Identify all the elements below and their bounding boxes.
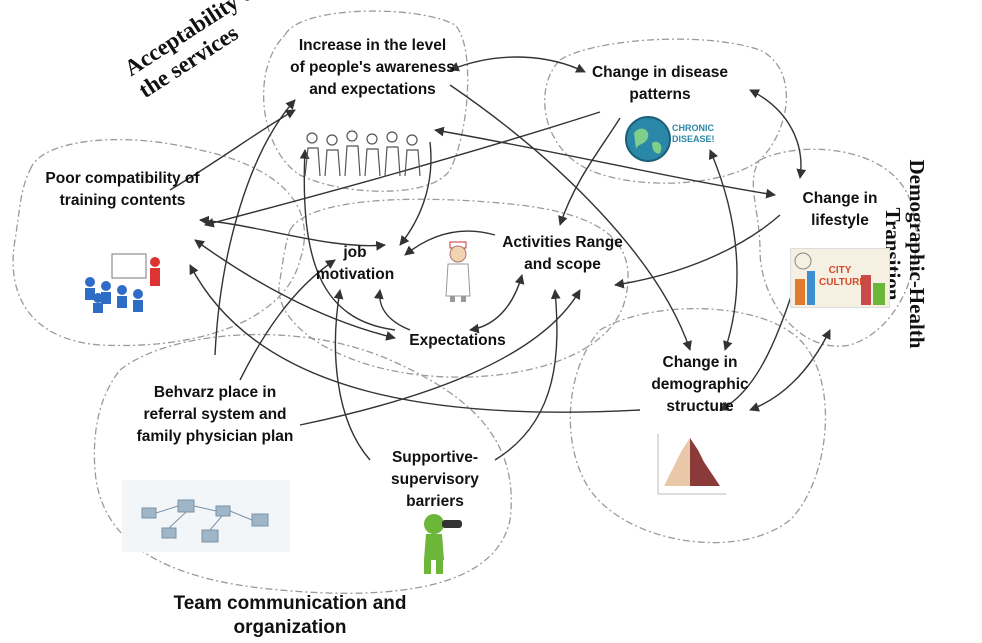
arrow-behvarz-to-activities	[299, 289, 581, 426]
chronic-disease-badge: CHRONIC DISEASE!	[672, 123, 715, 144]
arrow-activities-to-job	[404, 230, 496, 256]
arrow-behvarz-to-awareness	[214, 99, 296, 356]
city-culture-icon: CITY CULTURE	[790, 248, 890, 308]
arrow-poor-to-awareness	[169, 109, 296, 191]
globe-icon	[625, 116, 671, 162]
node-expectations: Expectations	[409, 332, 506, 349]
arrow-expectations-loop-awareness	[299, 149, 396, 331]
region-cloud-bottom-right	[569, 307, 827, 544]
arrow-behvarz-to-job	[239, 259, 336, 381]
arrow-supportive-to-activities	[494, 289, 561, 461]
arrow-awareness-to-demographic	[449, 84, 692, 351]
node-job-motivation: job motivation	[315, 244, 395, 283]
city-culture-badge: CITY CULTURE	[819, 265, 867, 288]
node-behvarz: Behvarz place in referral system and fam…	[136, 384, 294, 445]
node-poor-training: Poor compatibility of training contents	[45, 170, 200, 209]
region-cloud-top-left	[262, 10, 469, 192]
crowd-sketch-icon	[304, 130, 421, 177]
node-awareness: Increase in the level of people's awaren…	[290, 37, 455, 98]
classroom-people-icon	[85, 253, 160, 313]
nurse-icon	[445, 241, 471, 302]
referral-network-icon	[122, 480, 290, 552]
node-disease-patterns: Change in disease patterns	[591, 64, 729, 103]
arrow-demographic-to-lifestyle	[749, 329, 831, 412]
arrow-awareness-to-job	[399, 141, 432, 246]
region-title-team-text: Team communication and organization	[173, 593, 407, 638]
green-figure-binoculars-icon	[424, 514, 462, 574]
node-lifestyle: Change in lifestyle	[802, 190, 878, 229]
node-activities: Activities Range and scope	[502, 234, 623, 273]
region-title-team: Team communication and organization	[160, 592, 420, 640]
region-cloud-right	[752, 148, 917, 347]
arrow-demographic-to-poor	[189, 264, 641, 413]
arrow-demographic-to-disease	[708, 149, 738, 351]
arrow-expectations-to-job	[373, 289, 411, 331]
arrow-disease-to-activities	[558, 117, 621, 226]
arrow-expectations-to-activities	[469, 274, 525, 334]
arrow-disease-to-lifestyle	[749, 89, 807, 179]
node-demographic-structure: Change in demographic structure	[651, 354, 749, 415]
population-pyramid-icon	[657, 434, 726, 495]
arrow-awareness-to-lifestyle	[434, 126, 776, 199]
arrow-poor-to-expectations	[194, 239, 396, 341]
arrow-awareness-to-disease	[449, 56, 586, 73]
chronic-disease-globe-icon: CHRONIC DISEASE!	[624, 115, 734, 163]
arrow-lifestyle-to-activities	[614, 214, 781, 289]
city-skyline-icon	[794, 252, 885, 305]
node-supportive: Supportive-supervisory barriers	[391, 449, 479, 510]
